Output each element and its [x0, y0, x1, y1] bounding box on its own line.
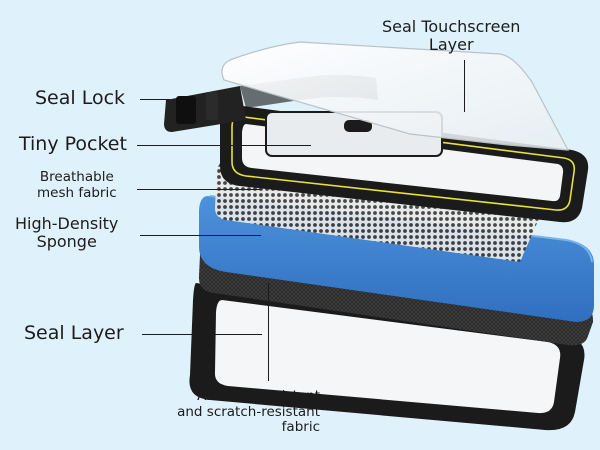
leader-abrasion-fabric — [268, 283, 269, 381]
leader-high-density-sponge — [140, 235, 261, 236]
seal-layer-frame — [189, 283, 585, 431]
leader-breathable-mesh — [137, 189, 261, 190]
label-seal-lock: Seal Lock — [35, 87, 126, 109]
leader-seal-touchscreen — [464, 60, 465, 112]
label-breathable-mesh: Breathable mesh fabric — [37, 169, 117, 201]
label-seal-touchscreen: Seal Touchscreen Layer — [382, 17, 521, 55]
leader-tiny-pocket — [137, 145, 311, 146]
touchscreen-glass-layer — [221, 41, 570, 151]
label-high-density-sponge: High-Density Sponge — [15, 214, 119, 252]
label-tiny-pocket: Tiny Pocket — [19, 133, 127, 155]
label-seal-layer: Seal Layer — [24, 322, 124, 344]
leader-seal-lock — [140, 99, 170, 100]
leader-seal-layer — [142, 334, 262, 335]
label-abrasion-fabric: Abrasion-resistant and scratch-resistant… — [177, 388, 320, 436]
